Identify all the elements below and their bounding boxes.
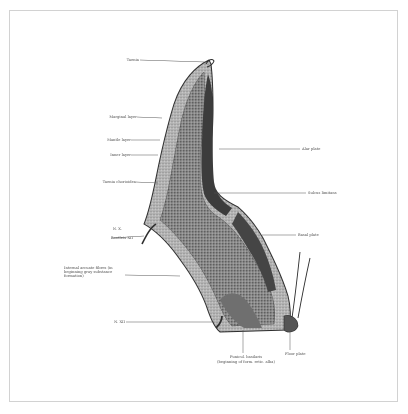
floor-plate-strand-2 <box>298 258 310 318</box>
label-funiculus-note: (beginning of form. retic. alba) <box>217 360 275 364</box>
label-alar-plate: Alar plate <box>302 147 320 151</box>
floor-plate-strand-1 <box>292 252 300 318</box>
label-taenia-chorioidea: Taenia chorioidea <box>103 180 136 184</box>
label-sulcus-limitans: Sulcus limitans <box>308 191 337 195</box>
label-inner-layer: Inner layer <box>110 153 131 157</box>
label-n-x: N. X. <box>113 227 122 231</box>
label-internal-arcuate-fibres: Internal arcuate fibres (in beginning gr… <box>64 266 122 278</box>
label-n-xii: N. XII <box>114 320 125 324</box>
label-rootlets-xii: Rootlets XII <box>111 236 133 240</box>
label-marginal-layer: Marginal layer <box>109 115 137 119</box>
label-mantle-layer: Mantle layer <box>107 138 131 142</box>
label-basal-plate: Basal plate <box>298 233 319 237</box>
label-floor-plate: Floor plate <box>285 352 306 356</box>
floor-plate-knob <box>284 315 298 332</box>
label-taenia: Taenia <box>127 58 139 62</box>
ependymal-zone <box>201 74 232 216</box>
label-funiculus-basilaris: Funicul. basilaris <box>230 355 262 359</box>
